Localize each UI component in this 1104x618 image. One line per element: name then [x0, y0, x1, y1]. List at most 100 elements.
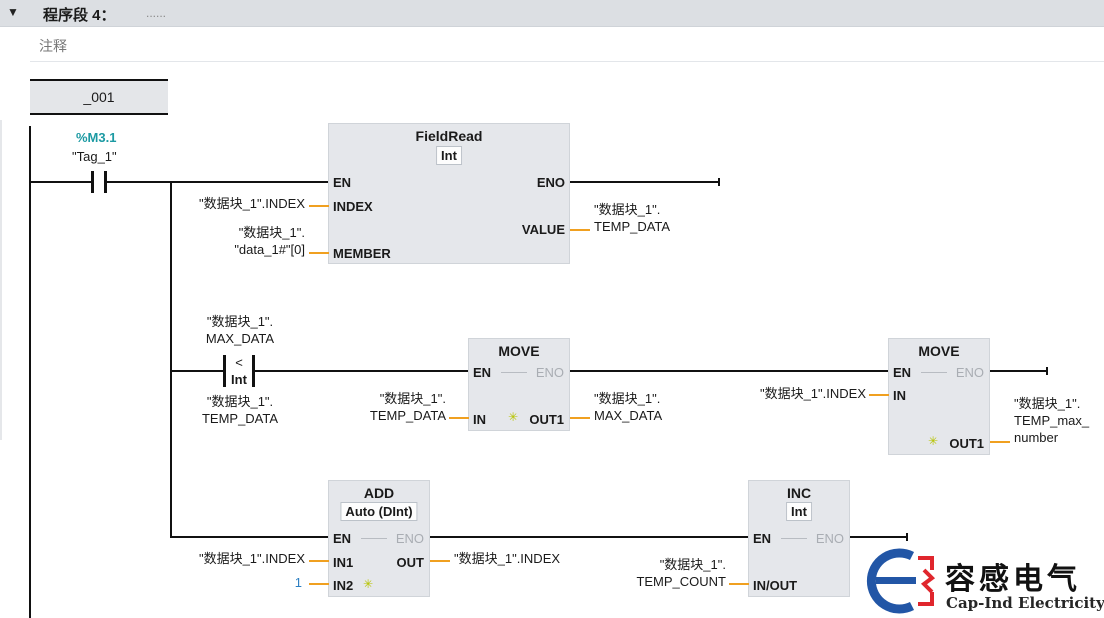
rung-end-tick [906, 533, 908, 541]
move1-title: MOVE [498, 343, 540, 359]
fieldread-index-operand[interactable]: "数据块_1".INDEX [198, 196, 305, 211]
move2-en-eno-line [921, 372, 947, 373]
move1-eno-pin: ENO [535, 365, 564, 380]
move2-en-pin: EN [893, 365, 912, 380]
move1-out-operand-2[interactable]: MAX_DATA [594, 408, 663, 423]
move2-eno-pin: ENO [955, 365, 984, 380]
rung2-wire [170, 370, 224, 372]
compare-top-operand[interactable]: "数据块_1". [206, 314, 274, 329]
add-in2-pin: IN2 [333, 578, 354, 593]
fieldread-member-operand[interactable]: "数据块_1". [238, 225, 305, 240]
logo-mark-icon [866, 548, 936, 614]
add-in1-operand[interactable]: "数据块_1".INDEX [198, 551, 305, 566]
param-line [309, 583, 329, 585]
move1-out-operand[interactable]: "数据块_1". [594, 391, 661, 406]
rung3-wire [850, 536, 908, 538]
company-logo: 容感电气 Cap-Ind Electricity [862, 548, 1104, 614]
fieldread-member-operand-2[interactable]: "data_1#"[0] [234, 242, 305, 257]
move-block-1[interactable]: MOVE EN ENO IN ✳ OUT1 [468, 338, 570, 431]
logo-english-text: Cap-Ind Electricity [946, 594, 1104, 612]
add-en-eno-line [361, 538, 387, 539]
move1-en-eno-line [501, 372, 527, 373]
move2-out-operand-2[interactable]: TEMP_max_ [1014, 413, 1090, 428]
move2-title: MOVE [918, 343, 960, 359]
fieldread-value-operand-2[interactable]: TEMP_DATA [594, 219, 671, 234]
move2-in-operand[interactable]: "数据块_1".INDEX [759, 386, 866, 401]
move-block-2[interactable]: MOVE EN ENO IN ✳ OUT1 [888, 338, 990, 455]
inc-block[interactable]: INC Int EN ENO IN/OUT [748, 480, 850, 597]
move2-out-operand-3[interactable]: number [1014, 430, 1059, 445]
fieldread-en-pin: EN [333, 175, 352, 190]
fieldread-type[interactable]: Int [436, 146, 462, 165]
no-contact-left-bar[interactable] [91, 171, 94, 193]
fieldread-value-pin: VALUE [521, 222, 565, 237]
add-input-star-icon[interactable]: ✳ [363, 577, 374, 591]
param-line [990, 441, 1010, 443]
logo-chinese-text: 容感电气 [945, 562, 1081, 597]
inc-title: INC [786, 485, 812, 501]
add-title: ADD [363, 485, 395, 501]
param-line [309, 560, 329, 562]
param-line [449, 417, 469, 419]
move1-in-pin: IN [473, 412, 486, 427]
rung-end-tick [1046, 367, 1048, 375]
no-contact-right-bar[interactable] [104, 171, 107, 193]
move1-en-pin: EN [473, 365, 492, 380]
rung2-wire [255, 370, 470, 372]
add-in2-operand[interactable]: 1 [294, 575, 302, 590]
compare-bottom-operand[interactable]: "数据块_1". [206, 394, 274, 409]
compare-contact-right-bar[interactable] [252, 355, 255, 387]
network-title: 程序段 4： [43, 7, 116, 24]
rung1-wire [30, 181, 92, 183]
move2-out-operand[interactable]: "数据块_1". [1014, 396, 1081, 411]
power-rail [29, 126, 31, 618]
add-type[interactable]: Auto (DInt) [340, 502, 418, 521]
inc-eno-pin: ENO [815, 531, 844, 546]
network-header[interactable]: ▼ 程序段 4： ...... [0, 0, 1104, 27]
param-line [729, 583, 749, 585]
compare-type[interactable]: Int [231, 372, 247, 387]
add-out-operand[interactable]: "数据块_1".INDEX [454, 551, 561, 566]
inc-en-eno-line [781, 538, 807, 539]
contact-tag[interactable]: "Tag_1" [72, 149, 117, 164]
compare-top-operand-2[interactable]: MAX_DATA [205, 331, 275, 346]
fieldread-eno-pin: ENO [536, 175, 565, 190]
add-out-pin: OUT [396, 555, 424, 570]
move1-in-operand[interactable]: "数据块_1". [379, 391, 446, 406]
rung2-wire [570, 370, 890, 372]
contact-address[interactable]: %M3.1 [76, 130, 117, 145]
collapse-triangle-icon[interactable]: ▼ [7, 5, 19, 19]
rung3-wire [170, 536, 330, 538]
move1-out1-pin: OUT1 [529, 412, 564, 427]
move1-in-operand-2[interactable]: TEMP_DATA [369, 408, 446, 423]
add-in1-pin: IN1 [333, 555, 354, 570]
network-comment[interactable]: 注释 [30, 33, 1104, 62]
fieldread-block[interactable]: FieldRead Int EN ENO INDEX VALUE MEMBER [328, 123, 570, 264]
fieldread-eno-wire [570, 181, 720, 183]
fieldread-member-pin: MEMBER [333, 246, 391, 261]
add-en-pin: EN [333, 531, 352, 546]
inc-inout-operand-2[interactable]: TEMP_COUNT [636, 574, 726, 589]
fieldread-index-pin: INDEX [333, 199, 373, 214]
param-line [309, 252, 329, 254]
compare-bottom-operand-2[interactable]: TEMP_DATA [201, 411, 279, 426]
add-output-star-icon[interactable]: ✳ [928, 434, 939, 448]
move2-in-pin: IN [893, 388, 906, 403]
network-cell-label[interactable]: _001 [30, 79, 168, 115]
inc-type[interactable]: Int [786, 502, 812, 521]
inc-en-pin: EN [753, 531, 772, 546]
rung1-wire [106, 181, 330, 183]
param-line [570, 417, 590, 419]
param-line [869, 394, 889, 396]
compare-contact-left-bar[interactable] [223, 355, 226, 387]
add-output-star-icon[interactable]: ✳ [508, 410, 519, 424]
network-title-placeholder[interactable]: ...... [146, 6, 167, 20]
inc-inout-operand[interactable]: "数据块_1". [659, 557, 726, 572]
fieldread-value-operand[interactable]: "数据块_1". [594, 202, 661, 217]
param-line [430, 560, 450, 562]
left-gutter [0, 120, 2, 440]
rung2-wire [990, 370, 1048, 372]
add-block[interactable]: ADD Auto (DInt) EN ENO IN1 OUT IN2 ✳ [328, 480, 430, 597]
compare-operator: < [235, 355, 243, 370]
branch-vertical-wire [170, 181, 172, 537]
